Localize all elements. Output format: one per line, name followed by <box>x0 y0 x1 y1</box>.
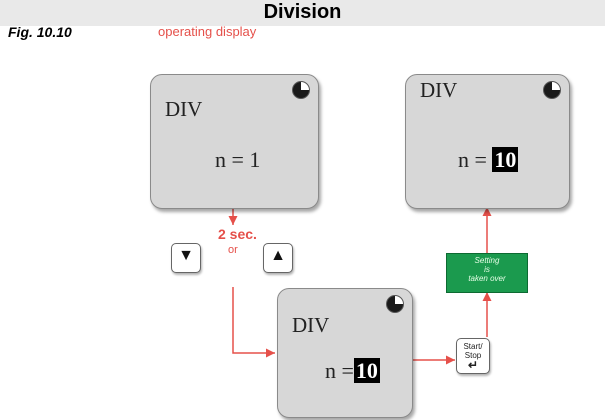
display-panel-edit: DIV n =10 <box>277 288 413 418</box>
start-stop-button[interactable]: Start/ Stop ↵ <box>456 338 490 374</box>
arrow-into-edit <box>232 287 275 358</box>
mode-label: DIV <box>292 313 330 337</box>
timer-icon <box>543 81 561 99</box>
timer-icon <box>386 295 404 313</box>
down-arrow-icon: ▼ <box>178 247 194 264</box>
confirm-line1: Setting <box>474 256 500 265</box>
enter-icon: ↵ <box>467 358 479 372</box>
timeout-label: 2 sec. <box>218 226 257 242</box>
parameter-number-blinking: 10 <box>353 358 380 383</box>
title-bar <box>0 0 605 26</box>
parameter-value: n = 1 <box>215 147 261 172</box>
display-panel-result: DIV n = 10 <box>405 74 570 209</box>
parameter-value: n =10 <box>325 358 380 384</box>
figure-caption: operating display <box>158 24 257 39</box>
or-label: or <box>228 244 238 256</box>
display-panel-initial: DIV n = 1 <box>150 74 319 209</box>
setting-taken-over-box: Setting is taken over <box>446 253 528 293</box>
up-key-button[interactable]: ▲ <box>263 243 293 273</box>
page-title: Division <box>263 1 342 23</box>
confirm-line2: is <box>484 265 490 274</box>
down-key-button[interactable]: ▼ <box>171 243 201 273</box>
timer-icon <box>292 81 310 99</box>
parameter-value: n = 10 <box>458 147 519 173</box>
mode-label: DIV <box>420 78 458 102</box>
start-stop-label-1: Start/ <box>463 342 483 351</box>
figure-label: Fig. 10.10 <box>8 24 72 40</box>
up-arrow-icon: ▲ <box>270 247 286 264</box>
parameter-number: 10 <box>492 147 519 172</box>
mode-label: DIV <box>165 97 203 121</box>
parameter-prefix: n = <box>458 147 493 172</box>
start-stop-label-2: Stop <box>464 351 482 360</box>
parameter-prefix: n = <box>325 358 354 383</box>
confirm-line3: taken over <box>468 274 506 283</box>
